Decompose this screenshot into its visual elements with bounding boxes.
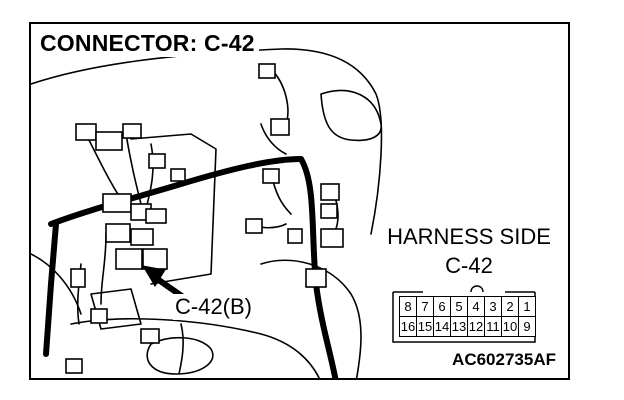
pin-cell: 16 [399, 316, 417, 337]
pin-cell: 7 [416, 296, 434, 317]
floor-outline [70, 317, 320, 378]
pin-row-bottom: 16 15 14 13 12 11 10 9 [399, 316, 536, 337]
connector-title: CONNECTOR: C-42 [38, 30, 259, 57]
figure-code: AC602735AF [452, 350, 556, 369]
diagram-frame: CONNECTOR: C-42 HARNESS SIDE C-42 C-42(B… [29, 22, 570, 380]
vent-outline [320, 89, 382, 142]
connector-pin-grid: 8 7 6 5 4 3 2 1 16 15 14 13 12 11 10 9 [399, 296, 536, 337]
pin-cell: 4 [467, 296, 485, 317]
pin-cell: 6 [433, 296, 451, 317]
pin-cell: 10 [501, 316, 519, 337]
connector-callout-label: C-42(B) [173, 294, 255, 320]
main-harness [48, 156, 304, 227]
pin-cell: 11 [484, 316, 502, 337]
harness-side-label: HARNESS SIDE [387, 224, 551, 249]
pin-cell: 5 [450, 296, 468, 317]
pin-cell: 9 [518, 316, 536, 337]
harness-connector-label: C-42 [445, 253, 493, 278]
harness-left [43, 221, 59, 357]
pin-cell: 2 [501, 296, 519, 317]
pin-cell: 12 [467, 316, 485, 337]
cup-holder-outline [146, 336, 214, 375]
pin-cell: 3 [484, 296, 502, 317]
pin-cell: 15 [416, 316, 434, 337]
pin-cell: 13 [450, 316, 468, 337]
console-outline [260, 259, 362, 378]
pin-cell: 14 [433, 316, 451, 337]
dashboard-outline [31, 48, 383, 235]
pin-row-top: 8 7 6 5 4 3 2 1 [399, 296, 536, 317]
pin-cell: 1 [518, 296, 536, 317]
panel-outline [130, 133, 217, 285]
pin-cell: 8 [399, 296, 417, 317]
harness-illustration [31, 48, 536, 378]
